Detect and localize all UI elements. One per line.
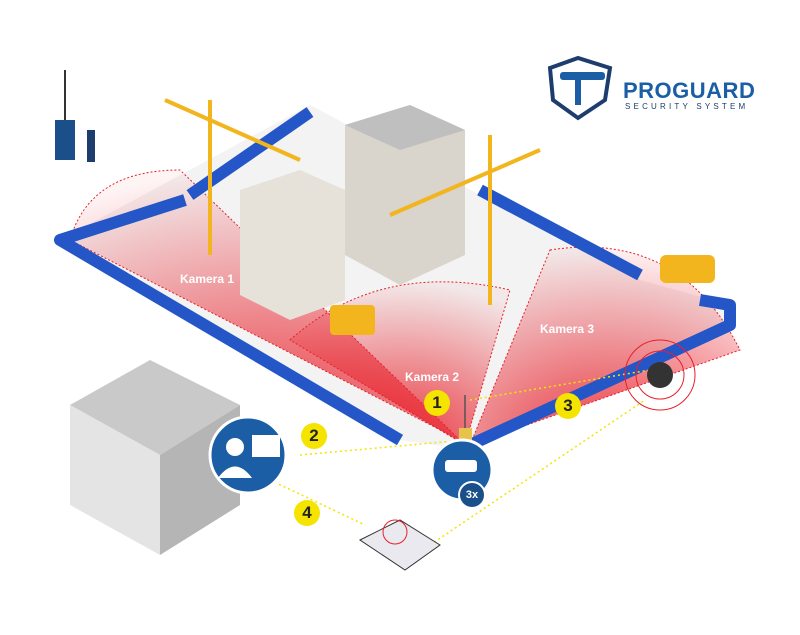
cement-truck bbox=[660, 255, 715, 283]
camera-2-label: Kamera 2 bbox=[405, 370, 460, 384]
tower-base bbox=[55, 120, 75, 160]
step-1-marker: 1 bbox=[424, 390, 450, 416]
camera-3-label: Kamera 3 bbox=[540, 322, 595, 336]
perimeter-fence bbox=[54, 107, 736, 451]
intruder-alarm bbox=[624, 339, 696, 411]
step-3-marker: 3 bbox=[555, 393, 581, 419]
step-2-marker: 2 bbox=[301, 423, 327, 449]
logo-subtitle: SECURITY SYSTEM bbox=[625, 102, 749, 111]
proguard-logo-shield bbox=[547, 55, 613, 121]
step-4-marker: 4 bbox=[294, 500, 320, 526]
signal-lines bbox=[269, 369, 651, 546]
monitoring-operator-icon bbox=[208, 415, 288, 495]
excavator bbox=[330, 305, 375, 335]
guard-figure bbox=[87, 130, 95, 162]
police-car bbox=[359, 519, 441, 571]
camera-1-label: Kamera 1 bbox=[180, 272, 235, 286]
camera-count-badge: 3x bbox=[458, 481, 486, 509]
logo-title: PROGUARD bbox=[623, 78, 756, 103]
crane bbox=[164, 98, 541, 305]
building-under-construction bbox=[240, 105, 465, 320]
